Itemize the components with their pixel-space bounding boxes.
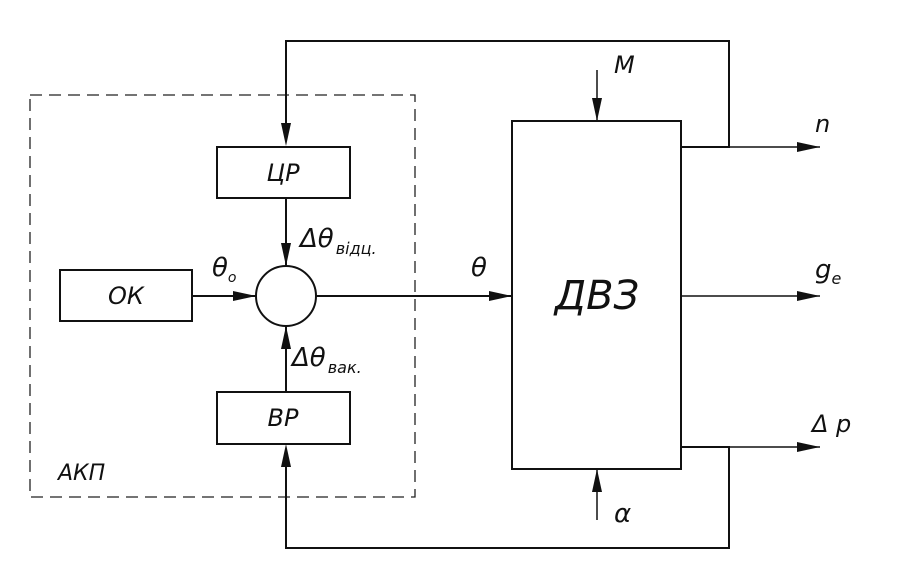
arrowhead-ok-to-sum [233, 291, 256, 301]
arrowhead-output-dp [797, 442, 820, 452]
summing-junction [255, 265, 317, 327]
arrowhead-into-vr [281, 444, 291, 467]
signal-dtheta-vr-symbol: Δθ [290, 343, 326, 373]
cr-block [216, 146, 351, 199]
ok-block-label: ОК [108, 282, 145, 310]
akp-label: АКП [56, 461, 105, 486]
signal-alpha-label: α [614, 499, 631, 529]
signal-m-label: M [614, 51, 635, 79]
dvz-block [511, 120, 682, 470]
signal-theta0-label: θo [212, 253, 237, 286]
arrowhead-vr-to-sum [281, 326, 291, 349]
cr-block-label: ЦР [266, 159, 300, 187]
signal-theta0-symbol: θ [212, 253, 228, 283]
signal-ge-label: ge [815, 255, 842, 288]
arrowhead-m-input [592, 98, 602, 121]
akp-dashed-boundary [29, 94, 416, 498]
arrowhead-output-ge [797, 291, 820, 301]
vr-block-label: ВР [268, 404, 299, 432]
signal-ge-sub: e [832, 269, 842, 288]
signal-dp-label: Δ p [810, 410, 851, 438]
arrowhead-into-cr [281, 123, 291, 146]
arrowhead-alpha-input [592, 469, 602, 492]
vr-block [216, 391, 351, 445]
signal-ge-symbol: g [815, 255, 832, 285]
arrowhead-into-dvz [489, 291, 512, 301]
signal-dtheta-cr-sub: відц. [336, 239, 377, 258]
signal-theta-label: θ [471, 253, 487, 283]
signal-dtheta-cr-symbol: Δθ [298, 224, 334, 254]
arrowhead-output-n [797, 142, 820, 152]
signal-theta0-sub: o [228, 270, 237, 286]
dvz-block-label: ДВЗ [553, 273, 639, 319]
arrowhead-cr-to-sum [281, 243, 291, 266]
ok-block [59, 269, 193, 322]
signal-n-label: n [815, 110, 830, 138]
signal-dtheta-vr-sub: вак. [328, 358, 362, 377]
